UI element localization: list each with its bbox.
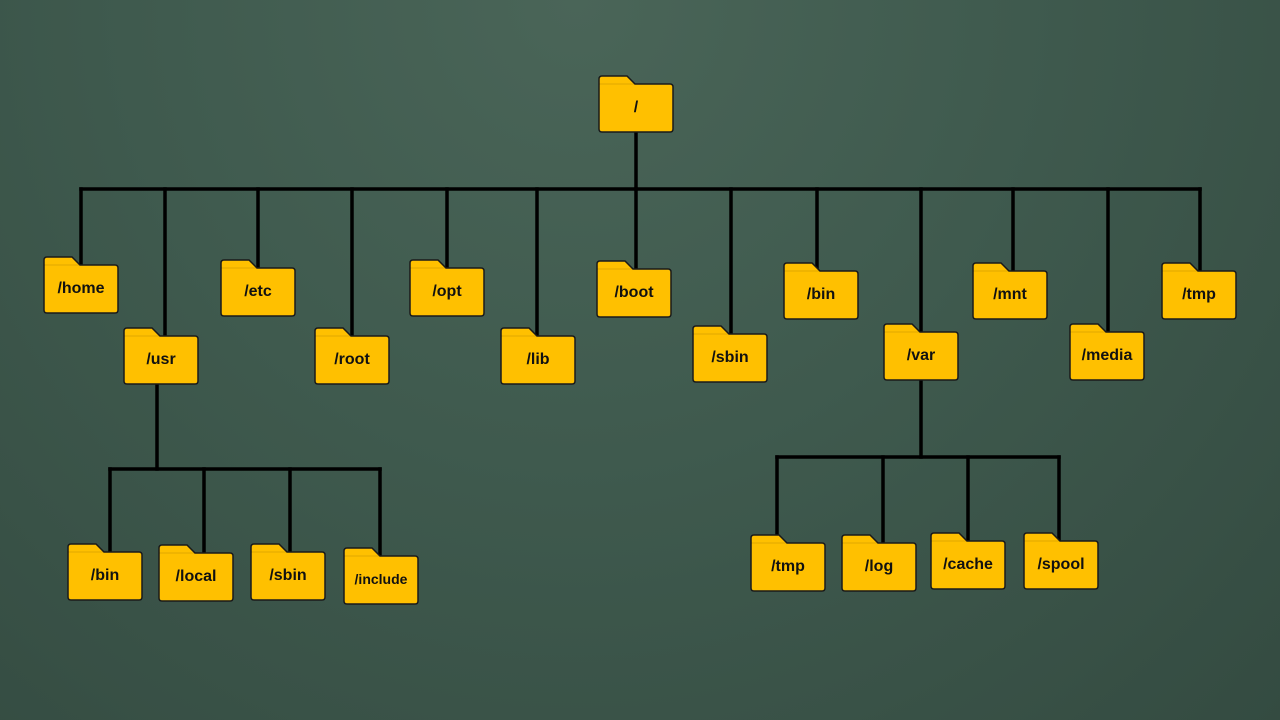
folder-boot[interactable]: /boot [596, 260, 672, 318]
folder-var-spool[interactable]: /spool [1023, 532, 1099, 590]
folder-usr-sbin[interactable]: /sbin [250, 543, 326, 601]
folder-icon [596, 260, 672, 318]
folder-usr-bin[interactable]: /bin [67, 543, 143, 601]
folder-icon [409, 259, 485, 317]
folder-label: /lib [526, 351, 549, 368]
folder-var-cache[interactable]: /cache [930, 532, 1006, 590]
folder-icon [343, 547, 419, 605]
folder-icon [883, 323, 959, 381]
folder-sbin[interactable]: /sbin [692, 325, 768, 383]
folder-nodes: / /home/usr/bin/local/sbin/include/etc/ro… [43, 75, 1237, 605]
folder-icon [692, 325, 768, 383]
folder-icon [43, 256, 119, 314]
folder-label: /bin [91, 567, 119, 584]
tree-connectors [79, 130, 1202, 558]
folder-var-log[interactable]: /log [841, 534, 917, 592]
folder-label: / [634, 99, 639, 116]
folder-icon [783, 262, 859, 320]
folder-label: /log [865, 558, 893, 575]
folder-usr-local[interactable]: /local [158, 544, 234, 602]
folder-mnt[interactable]: /mnt [972, 262, 1048, 320]
folder-label: /local [176, 568, 217, 585]
folder-var[interactable]: /var [883, 323, 959, 381]
folder-root[interactable]: / [598, 75, 674, 133]
folder-label: /etc [244, 283, 272, 300]
folder-icon [314, 327, 390, 385]
folder-label: /boot [614, 284, 654, 301]
folder-label: /bin [807, 286, 835, 303]
folder-icon [841, 534, 917, 592]
folder-icon [67, 543, 143, 601]
folder-label: /home [57, 280, 104, 297]
folder-bin[interactable]: /bin [783, 262, 859, 320]
folder-label: /sbin [711, 349, 748, 366]
folder-icon [500, 327, 576, 385]
folder-icon [930, 532, 1006, 590]
folder-home[interactable]: /home [43, 256, 119, 314]
folder-label: /spool [1037, 556, 1084, 573]
folder-lib[interactable]: /lib [500, 327, 576, 385]
folder-icon [158, 544, 234, 602]
folder-icon [220, 259, 296, 317]
folder-media[interactable]: /media [1069, 323, 1145, 381]
folder-label: /mnt [993, 286, 1027, 303]
folder-icon [972, 262, 1048, 320]
folder-label: /usr [146, 351, 175, 368]
folder-icon [250, 543, 326, 601]
folder-tmp[interactable]: /tmp [1161, 262, 1237, 320]
folder-label: /sbin [269, 567, 306, 584]
folder-rootdir[interactable]: /root [314, 327, 390, 385]
folder-icon [1069, 323, 1145, 381]
folder-icon [750, 534, 826, 592]
folder-label: /opt [432, 283, 462, 300]
folder-icon [123, 327, 199, 385]
folder-opt[interactable]: /opt [409, 259, 485, 317]
folder-label: /media [1082, 347, 1133, 364]
folder-label: /tmp [771, 558, 805, 575]
folder-var-tmp[interactable]: /tmp [750, 534, 826, 592]
folder-etc[interactable]: /etc [220, 259, 296, 317]
folder-usr[interactable]: /usr [123, 327, 199, 385]
folder-icon [1161, 262, 1237, 320]
folder-label: /include [355, 571, 408, 587]
folder-label: /tmp [1182, 286, 1216, 303]
folder-icon [1023, 532, 1099, 590]
folder-icon [598, 75, 674, 133]
folder-label: /var [907, 347, 935, 364]
folder-label: /cache [943, 556, 993, 573]
folder-label: /root [334, 351, 370, 368]
folder-usr-include[interactable]: /include [343, 547, 419, 605]
